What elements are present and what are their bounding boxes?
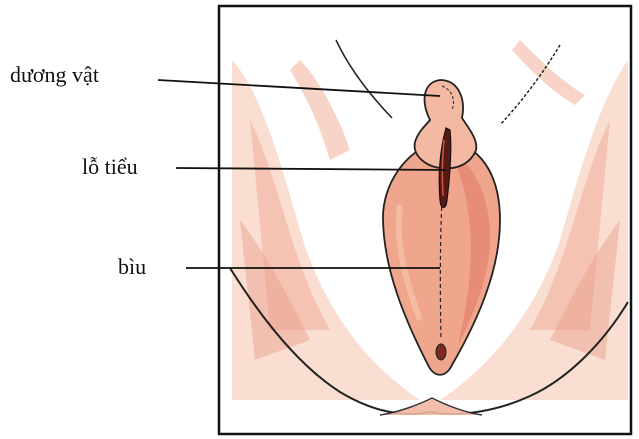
anatomy-illustration xyxy=(0,0,639,439)
